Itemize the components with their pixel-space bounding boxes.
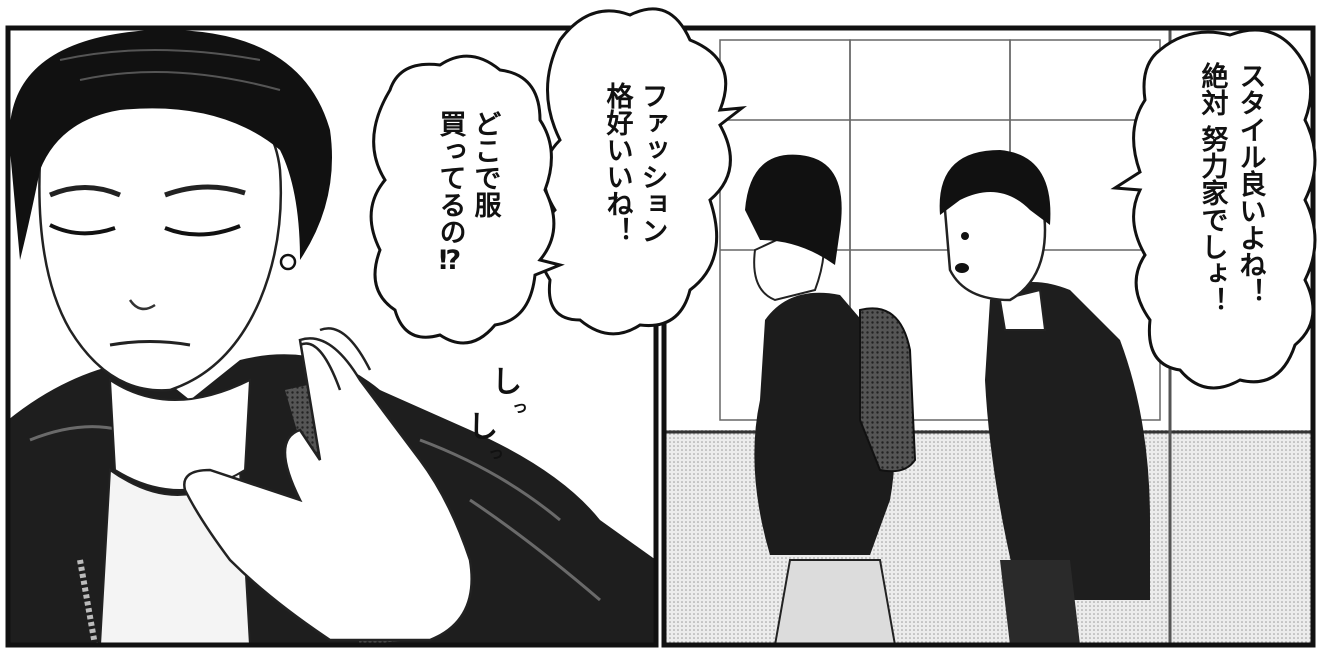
- speech-bubble-where-buy: [369, 54, 565, 345]
- right-eye: [164, 224, 241, 237]
- sfx-small-tsu-2: っ: [488, 443, 504, 462]
- left-eye: [49, 223, 116, 236]
- sfx-shi-1: し: [492, 365, 522, 400]
- speech-line-hardworker: 絶対 努力家でしょ！: [1197, 61, 1229, 315]
- speech-line-where: どこで服: [470, 110, 502, 218]
- nose: [128, 299, 156, 311]
- speech-line-cool: 格好いいね！: [602, 82, 635, 244]
- speech-line-buy: 買ってるの⁉: [435, 110, 467, 276]
- man-hair: [939, 150, 1051, 225]
- left-panel: [8, 28, 656, 645]
- speech-bubble-style: [1110, 28, 1317, 390]
- mouth: [109, 340, 191, 347]
- speech-line-fashion: ファッション: [637, 82, 668, 244]
- woman-figure: [745, 154, 917, 645]
- sfx-shi-2: し: [468, 410, 498, 445]
- backpack: [859, 307, 917, 473]
- right-panel-border: [661, 25, 1316, 648]
- hair: [9, 29, 332, 260]
- man-figure: [939, 150, 1150, 645]
- earring: [279, 253, 297, 271]
- speech-line-style: スタイル良いよね！: [1235, 62, 1266, 305]
- woman-hair: [745, 154, 842, 265]
- left-panel-border: [5, 25, 659, 648]
- hand: [183, 337, 473, 642]
- neck: [108, 378, 252, 491]
- sfx-small-tsu-1: っ: [512, 397, 528, 416]
- zipper: [77, 559, 98, 645]
